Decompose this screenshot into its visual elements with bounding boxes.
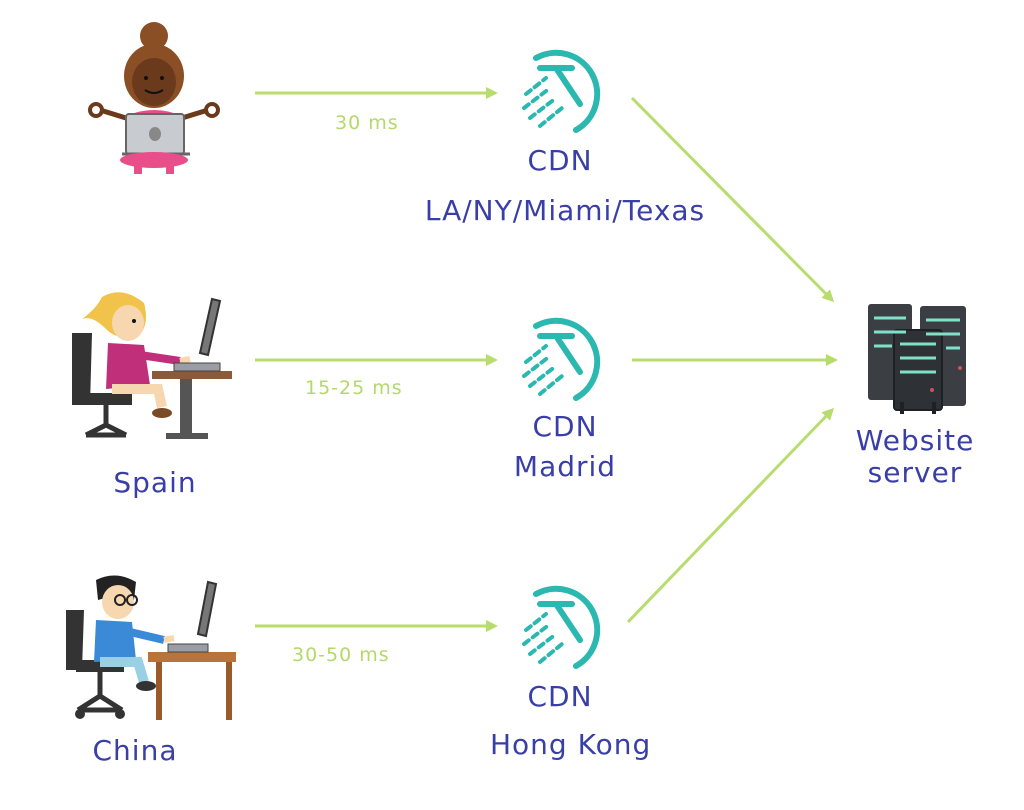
location-label-spain: Spain [113,466,197,499]
arrow-cdn3-server [626,407,835,624]
arrow-cdn1-server [630,96,835,303]
server-label-line2: server [867,456,963,489]
cdn-name-2: CDN [532,410,598,443]
cdn-name-3: CDN [527,680,593,713]
cdn-name-1: CDN [527,144,593,177]
woman-laptop-icon [88,22,220,174]
girl-desk-icon [72,292,232,439]
latency-label-2: 15-25 ms [305,377,403,399]
latency-label-3: 30-50 ms [292,644,390,666]
latency-label-1: 30 ms [335,112,399,134]
boy-desk-icon [66,575,236,720]
cdn-region-2: Madrid [513,450,617,483]
location-label-china: China [92,734,178,767]
cdn-region-3: Hong Kong [490,728,652,761]
cdn-logo-icon [522,585,601,669]
cdn-logo-icon [522,317,601,401]
server-rack-icon [868,304,966,414]
cdn-logo-icon [522,49,601,133]
cdn-region-1: LA/NY/Miami/Texas [424,194,706,227]
server-label-line1: Website [855,424,975,457]
